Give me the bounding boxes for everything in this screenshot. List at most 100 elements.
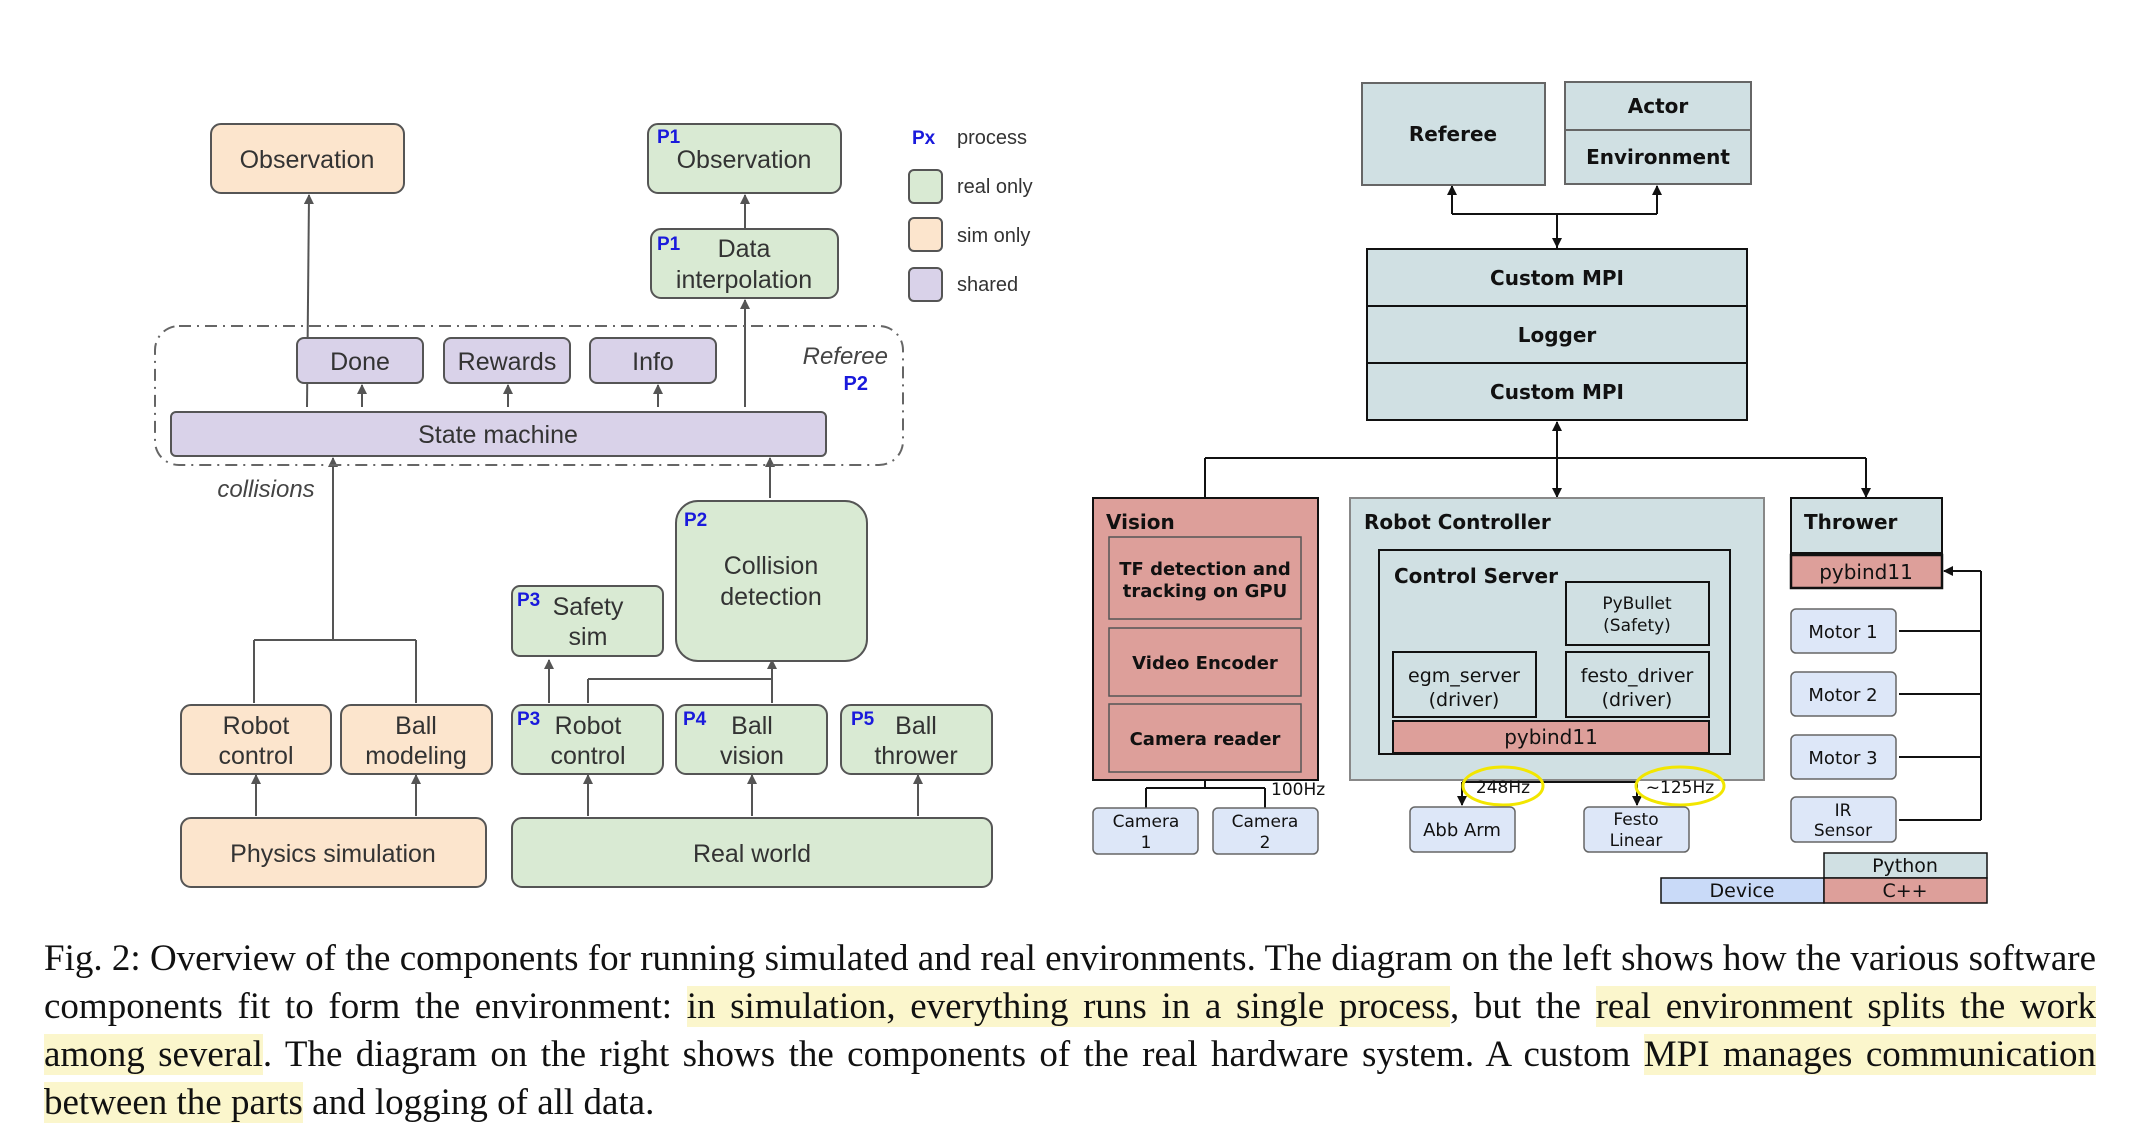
- festo-rate-highlight: [1634, 765, 1726, 807]
- referee-process-tag: P2: [844, 373, 868, 395]
- legend-real-only: real only: [957, 176, 1033, 198]
- physics-simulation-node: [180, 817, 487, 888]
- control-server-title: Control Server: [1394, 564, 1558, 588]
- legend-shared-swatch: [908, 267, 943, 302]
- caption-highlight-1: in simulation, everything runs in a sing…: [686, 986, 1450, 1027]
- data-interpolation-node: [650, 228, 839, 299]
- pybind11-controller-label: pybind11: [1504, 725, 1598, 749]
- legend-sim-only: sim only: [957, 225, 1030, 247]
- thrower-box: [1790, 497, 1943, 554]
- thrower-title: Thrower: [1804, 510, 1898, 534]
- logger-box: [1366, 305, 1748, 364]
- ir-sensor-line2: Sensor: [1814, 821, 1872, 841]
- legend-px: Px: [912, 128, 936, 149]
- tf-detection-line1: TF detection and: [1119, 559, 1290, 580]
- ball-thrower-line1: Ball: [895, 712, 937, 740]
- caption-text-4: and logging of all data.: [302, 1082, 655, 1123]
- ball-vision-line2: vision: [720, 742, 784, 770]
- motor1-box: [1790, 608, 1897, 654]
- ball-thrower-tag: P5: [851, 709, 875, 730]
- key-cpp-label: C++: [1882, 880, 1927, 902]
- camera2-line1: Camera: [1232, 812, 1299, 832]
- state-machine-label: State machine: [418, 421, 578, 449]
- pybullet-line2: (Safety): [1603, 616, 1671, 636]
- festo-driver-box: [1565, 651, 1710, 718]
- referee-label: Referee: [803, 343, 888, 370]
- robot-controller-title: Robot Controller: [1364, 510, 1551, 534]
- safety-sim-tag: P3: [517, 590, 540, 611]
- festo-rate-label: ~125Hz: [1646, 778, 1714, 798]
- camera-rate-label: 100Hz: [1271, 780, 1325, 800]
- custom-mpi-top-label: Custom MPI: [1490, 266, 1624, 290]
- abb-rate-highlight: [1461, 765, 1545, 807]
- ball-vision-tag: P4: [683, 709, 707, 730]
- collisions-label: collisions: [217, 476, 314, 503]
- safety-sim-line2: sim: [569, 623, 608, 651]
- tf-detection-box: [1108, 536, 1302, 620]
- sim-observation-node: [210, 123, 405, 194]
- ball-thrower-line2: thrower: [874, 742, 957, 770]
- environment-box-label: Environment: [1586, 145, 1730, 169]
- camera-reader-box: [1108, 703, 1302, 773]
- safety-sim-node: [511, 585, 664, 657]
- real-world-node: [511, 817, 993, 888]
- egm-server-line2: (driver): [1429, 689, 1500, 711]
- festo-linear-line1: Festo: [1613, 810, 1658, 830]
- legend-process: process: [957, 127, 1027, 149]
- rewards-node: [443, 337, 571, 384]
- abb-arm-box: [1409, 806, 1516, 853]
- real-observation-tag: P1: [657, 127, 681, 148]
- motor3-label: Motor 3: [1808, 748, 1877, 769]
- sim-observation-label: Observation: [240, 146, 375, 174]
- ir-sensor-box: [1790, 796, 1897, 843]
- left-diagram: Referee P2 Done Rewards Info State machi…: [154, 123, 1033, 888]
- done-label: Done: [330, 348, 390, 376]
- real-robot-control-tag: P3: [517, 709, 540, 730]
- legend-shared: shared: [957, 274, 1018, 296]
- video-encoder-box: [1108, 627, 1302, 697]
- collision-detection-line2: detection: [720, 583, 821, 611]
- egm-server-line1: egm_server: [1408, 665, 1520, 687]
- pybind11-thrower-label: pybind11: [1819, 560, 1913, 584]
- pybullet-line1: PyBullet: [1602, 594, 1672, 614]
- motor1-label: Motor 1: [1808, 622, 1877, 643]
- ball-vision-line1: Ball: [731, 712, 773, 740]
- real-observation-node: [647, 123, 842, 194]
- real-robot-control-line1: Robot: [555, 712, 622, 740]
- real-robot-control-line2: control: [550, 742, 625, 770]
- festo-driver-line1: festo_driver: [1581, 665, 1694, 687]
- sim-robot-control-line2: control: [218, 742, 293, 770]
- collision-detection-tag: P2: [684, 510, 707, 531]
- sim-robot-control-node: [180, 704, 332, 775]
- referee-boundary: [154, 325, 904, 466]
- logger-label: Logger: [1518, 323, 1597, 347]
- egm-server-box: [1392, 651, 1537, 718]
- ball-modeling-node: [340, 704, 493, 775]
- info-label: Info: [632, 348, 674, 376]
- state-machine-node: [170, 411, 827, 457]
- vision-title: Vision: [1106, 510, 1175, 534]
- camera1-line1: Camera: [1113, 812, 1180, 832]
- pybind11-controller-box: [1392, 720, 1710, 754]
- custom-mpi-bottom-label: Custom MPI: [1490, 380, 1624, 404]
- video-encoder-label: Video Encoder: [1132, 653, 1278, 674]
- key-python-label: Python: [1872, 855, 1938, 877]
- camera1-box: [1092, 807, 1199, 855]
- ir-sensor-line1: IR: [1835, 801, 1852, 821]
- actor-box-label: Actor: [1628, 94, 1689, 118]
- festo-linear-line2: Linear: [1610, 831, 1663, 851]
- caption-text-2: , but the: [1449, 986, 1596, 1027]
- motor2-label: Motor 2: [1808, 685, 1877, 706]
- motor3-box: [1790, 734, 1897, 780]
- ball-thrower-node: [840, 704, 993, 775]
- environment-box: [1564, 129, 1752, 185]
- custom-mpi-top: [1366, 248, 1748, 307]
- sim-robot-control-line1: Robot: [223, 712, 290, 740]
- right-diagram: Referee Actor Environment Custom MPI Log…: [1092, 81, 1988, 904]
- key-device-label: Device: [1710, 880, 1775, 902]
- ball-vision-node: [675, 704, 828, 775]
- abb-rate-label: 248Hz: [1476, 778, 1530, 798]
- data-interpolation-line2: interpolation: [676, 266, 812, 294]
- figure-2: Referee P2 Done Rewards Info State machi…: [154, 81, 1988, 904]
- legend-real-swatch: [908, 169, 943, 204]
